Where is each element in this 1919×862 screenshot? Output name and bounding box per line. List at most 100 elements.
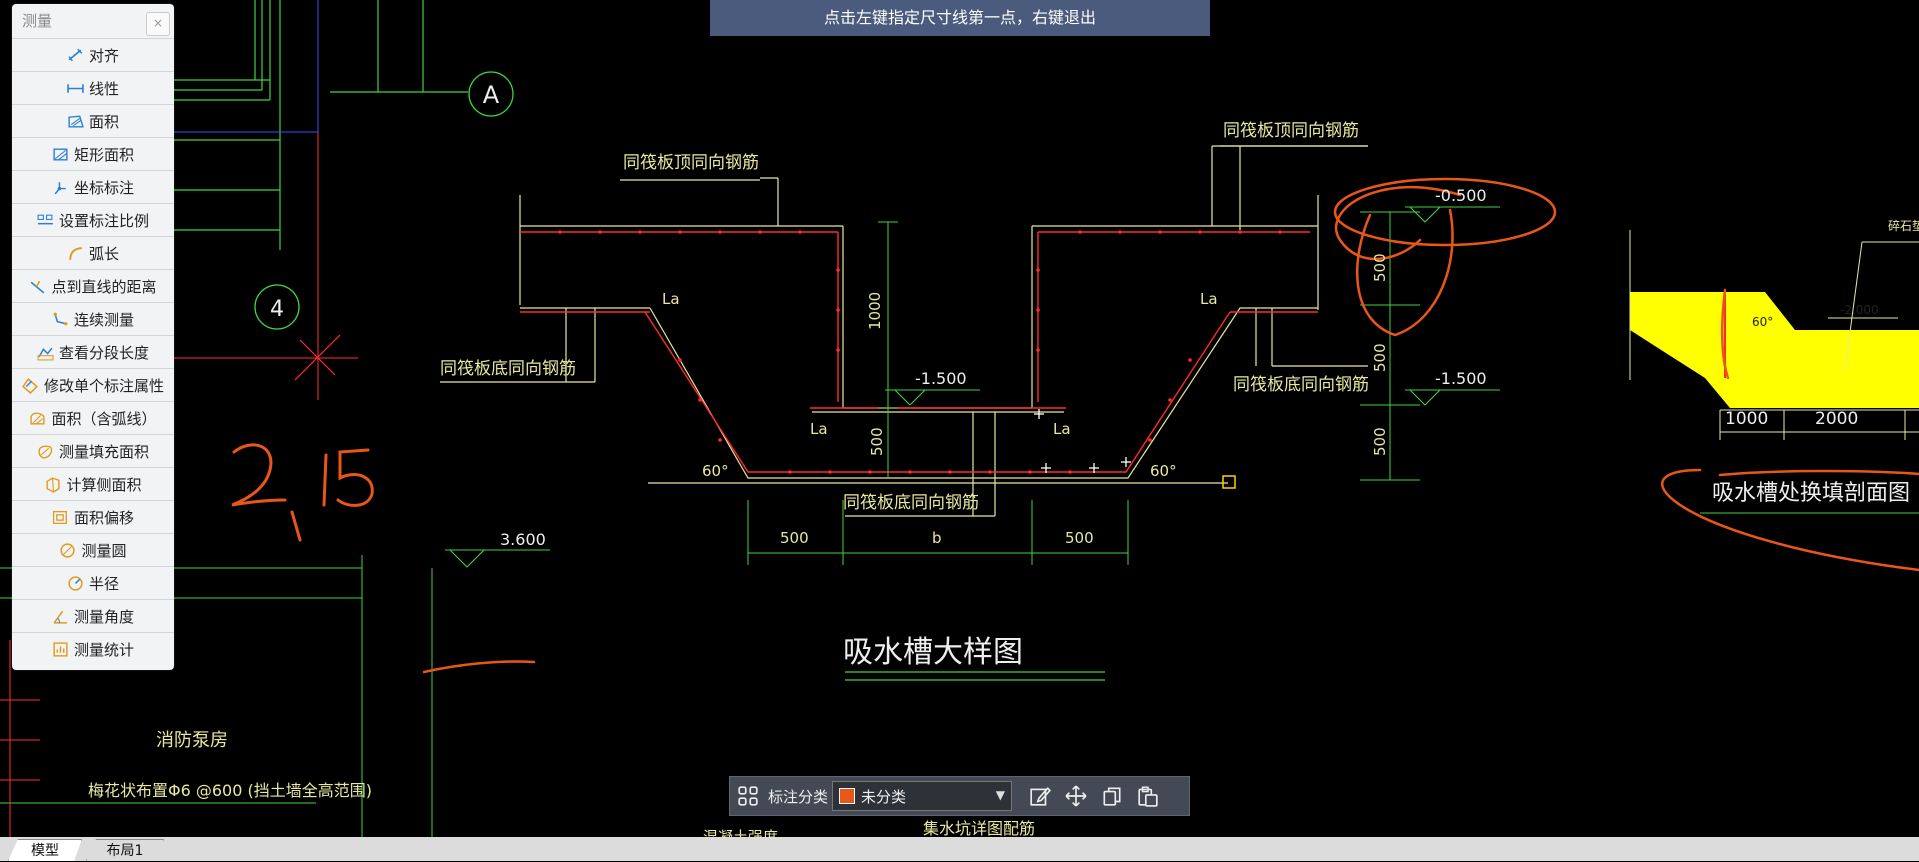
tool-label: 测量角度 — [73, 607, 134, 626]
aligned-dimension-icon — [68, 48, 83, 61]
elevation-mark-left — [445, 549, 550, 568]
right-partial-label: 碎石垫层 — [1888, 218, 1919, 233]
dim-label-500-vertical: 500 — [868, 427, 886, 456]
left-grid-lines — [170, 0, 468, 250]
tool-set-scale[interactable]: 设置标注比例 — [12, 203, 174, 236]
category-select[interactable]: 未分类 ▼ — [832, 781, 1013, 811]
tool-arc-area[interactable]: 面积（含弧线） — [12, 401, 174, 434]
tool-area[interactable]: 面积 — [12, 104, 174, 137]
tool-hatch-area[interactable]: 测量填充面积 — [12, 434, 174, 467]
right-dim-1000: 1000 — [1725, 409, 1768, 429]
tool-linear[interactable]: 线性 — [12, 71, 174, 104]
label-rebar-top-right: 同筏板顶同向钢筋 — [1223, 121, 1359, 141]
tool-point-line-distance[interactable]: 点到直线的距离 — [12, 269, 174, 302]
grid-bubble-a: A — [468, 71, 514, 117]
dim-label-500-r3: 500 — [1371, 427, 1389, 456]
main-title-underline — [845, 671, 1105, 681]
tool-label: 坐标标注 — [73, 178, 134, 197]
category-label: 标注分类 — [768, 787, 829, 806]
tool-label: 计算侧面积 — [66, 475, 142, 494]
tool-angle[interactable]: 测量角度 — [12, 599, 174, 632]
area-icon — [68, 114, 84, 128]
elev-label-center: -1.500 — [915, 369, 967, 388]
tool-statistics[interactable]: 测量统计 — [12, 632, 174, 665]
linear-dimension-icon — [67, 83, 84, 93]
svg-text:4: 4 — [270, 297, 284, 322]
tool-area-offset[interactable]: 面积偏移 — [12, 500, 174, 533]
tool-side-area[interactable]: 计算侧面积 — [12, 467, 174, 500]
label-rebar-top-left: 同筏板顶同向钢筋 — [623, 153, 759, 173]
dim-label-b: b — [932, 529, 942, 547]
move-icon — [1065, 785, 1087, 807]
tool-label: 弧长 — [88, 244, 119, 263]
tab-model[interactable]: 模型 — [8, 839, 82, 861]
tab-layout1[interactable]: 布局1 — [86, 839, 164, 861]
edit-button[interactable] — [1022, 777, 1058, 815]
elevation-mark-center — [885, 389, 980, 406]
label-la-4: La — [1053, 420, 1071, 438]
elev-label-right-mid: -1.500 — [1435, 369, 1487, 388]
tool-label: 面积（含弧线） — [51, 409, 157, 428]
label-rebar-bottom-right: 同筏板底同向钢筋 — [1233, 375, 1369, 395]
move-button[interactable] — [1058, 777, 1094, 815]
angle-icon — [53, 610, 67, 624]
tool-label: 测量统计 — [73, 640, 134, 659]
right-dim-2000: 2000 — [1815, 409, 1858, 429]
scale-icon — [37, 214, 53, 224]
category-color-swatch — [839, 788, 856, 804]
label-rebar-bottom-left: 同筏板底同向钢筋 — [440, 359, 576, 379]
drawing-title-main: 吸水槽大样图 — [843, 635, 1023, 670]
edit-icon — [1030, 787, 1052, 806]
paste-button[interactable] — [1130, 777, 1166, 815]
edit-dimension-icon — [22, 377, 38, 394]
tool-arc-length[interactable]: 弧长 — [12, 236, 174, 269]
tool-label: 面积偏移 — [73, 508, 134, 527]
crosshair-markers — [1034, 409, 1131, 473]
elevation-mark-right-top — [1405, 206, 1500, 223]
dim-label-500-r2: 500 — [1371, 343, 1389, 372]
tool-edit-dimension[interactable]: 修改单个标注属性 — [12, 368, 174, 401]
measure-panel-header: 测量 × — [12, 4, 174, 38]
tool-label: 矩形面积 — [73, 145, 134, 164]
dim-label-500-r1: 500 — [1371, 253, 1389, 282]
hatch-area-icon — [38, 445, 53, 459]
tool-coordinate[interactable]: 坐标标注 — [12, 170, 174, 203]
snap-point-marker — [1222, 475, 1236, 489]
rebar-dots — [558, 230, 1282, 474]
elev-label-right-top: -0.500 — [1435, 186, 1487, 205]
tool-label: 对齐 — [88, 46, 119, 65]
label-angle-right: 60° — [1150, 462, 1177, 480]
right-section-lines — [1629, 230, 1919, 440]
drawing-title-right: 吸水槽处换填剖面图 — [1712, 481, 1910, 506]
copy-icon — [1103, 787, 1121, 806]
dim-label-500-left: 500 — [780, 529, 809, 547]
grid-layout-button[interactable] — [730, 777, 766, 815]
tool-circle[interactable]: 测量圆 — [12, 533, 174, 566]
room-note: 梅花状布置Φ6 @600 (挡土墙全高范围) — [88, 781, 372, 800]
label-la-2: La — [1200, 290, 1218, 308]
chevron-down-icon: ▼ — [995, 788, 1006, 802]
bottom-cut-center-label: 集水坑详图配筋 — [923, 819, 1035, 838]
tool-label: 半径 — [88, 574, 119, 593]
right-angle-label: 60° — [1752, 315, 1773, 329]
tool-label: 连续测量 — [73, 310, 134, 329]
room-label: 消防泵房 — [156, 730, 228, 751]
tool-segment-length[interactable]: 查看分段长度 — [12, 335, 174, 368]
copy-button[interactable] — [1094, 777, 1130, 815]
dim-label-1000-vertical: 1000 — [866, 292, 884, 330]
tool-label: 修改单个标注属性 — [43, 376, 164, 395]
tool-continuous-measure[interactable]: 连续测量 — [12, 302, 174, 335]
coordinate-icon — [54, 181, 66, 194]
left-edge-rebar — [0, 640, 40, 837]
label-la-3: La — [810, 420, 828, 438]
elevation-mark-right-mid — [1405, 389, 1500, 406]
tool-rect-area[interactable]: 矩形面积 — [12, 137, 174, 170]
paste-icon — [1138, 786, 1158, 807]
tool-label: 测量填充面积 — [58, 442, 149, 461]
close-icon[interactable]: × — [146, 12, 170, 36]
tool-aligned[interactable]: 对齐 — [12, 38, 174, 71]
rect-area-icon — [53, 147, 68, 161]
tool-radius[interactable]: 半径 — [12, 566, 174, 599]
handwritten-number — [231, 443, 374, 542]
